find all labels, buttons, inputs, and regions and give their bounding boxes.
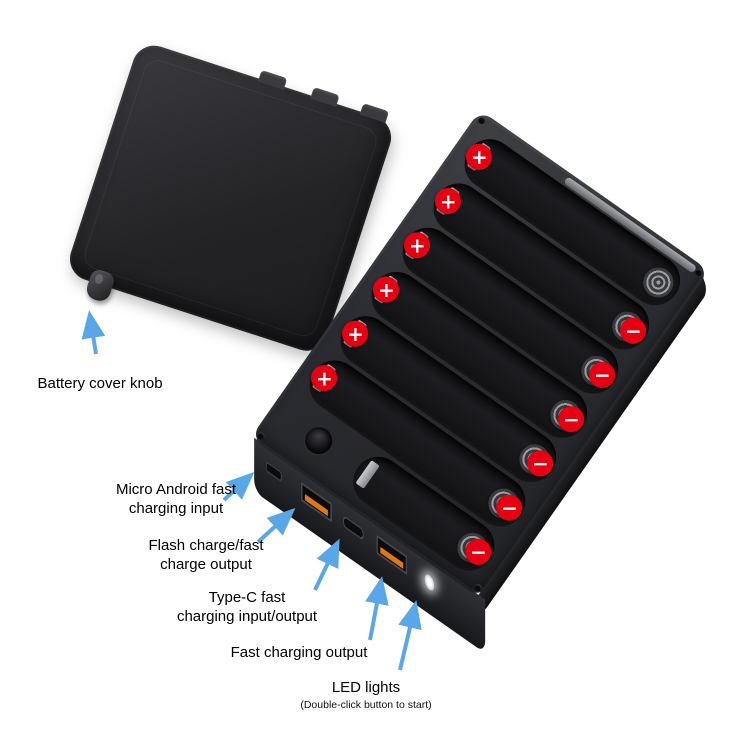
screw (694, 267, 704, 278)
arrow-battery-cover-knob (81, 310, 106, 355)
usb-a-tongue (304, 494, 328, 517)
power-button-hole (299, 421, 338, 460)
screw (473, 582, 483, 593)
screw (476, 115, 487, 126)
type-c-port (342, 514, 364, 542)
label-battery-cover-knob: Battery cover knob (10, 374, 190, 393)
label-text: Fast charging output (230, 644, 368, 661)
screw (256, 430, 266, 441)
cover-tab (359, 103, 390, 123)
label-text: charge output (160, 556, 252, 573)
battery-cover-knob (84, 267, 117, 304)
label-text: LED lights (331, 679, 401, 696)
label-led: LED lights (Double-click button to start… (256, 678, 476, 712)
label-type-c: Type-C fast charging input/output (147, 588, 347, 626)
arrow-type-c (313, 538, 340, 591)
label-flash-output: Flash charge/fast charge output (116, 536, 296, 574)
label-subtext: (Double-click button to start) (300, 699, 432, 711)
led-light (424, 571, 435, 594)
micro-usb-port (265, 460, 283, 483)
arrow-fast-output (365, 576, 389, 641)
label-micro-input: Micro Android fast charging input (86, 480, 266, 518)
arrow-led (398, 600, 422, 671)
battery-contact-plate (355, 460, 380, 489)
usb-a-tongue (380, 546, 404, 569)
label-text: charging input (128, 500, 224, 517)
battery-spring (637, 261, 680, 304)
label-text: Type-C fast (208, 589, 286, 606)
label-text: Battery cover knob (37, 375, 163, 392)
label-text: Flash charge/fast (148, 537, 264, 554)
label-text: charging input/output (176, 608, 318, 625)
cover-tab (257, 70, 288, 90)
label-text: Micro Android fast (115, 481, 237, 498)
label-fast-output: Fast charging output (199, 643, 399, 662)
cover-tab (310, 87, 340, 107)
